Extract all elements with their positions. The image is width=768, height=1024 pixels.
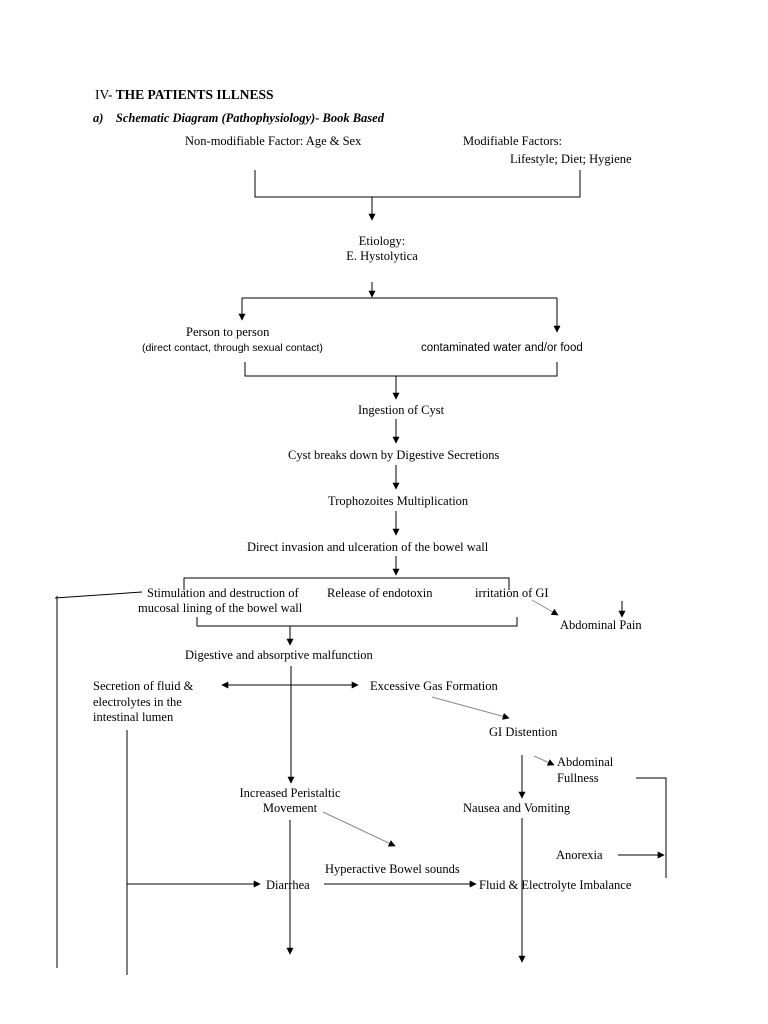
section-title: THE PATIENTS ILLNESS (115, 87, 274, 102)
node-anorexia: Anorexia (556, 848, 603, 862)
node-gi-distention: GI Distention (489, 725, 558, 739)
node-contaminated: contaminated water and/or food (421, 342, 583, 354)
node-cyst-breaks: Cyst breaks down by Digestive Secretions (288, 448, 500, 462)
node-nausea: Nausea and Vomiting (463, 801, 571, 815)
node-irritation: irritation of GI (475, 586, 549, 600)
node-hyperactive: Hyperactive Bowel sounds (325, 862, 460, 876)
node-person-detail: (direct contact, through sexual contact) (142, 342, 323, 354)
effects-top-bar (183, 577, 510, 590)
node-peristaltic-line1: Increased Peristaltic (239, 786, 341, 800)
node-endotoxin: Release of endotoxin (327, 586, 433, 600)
node-malfunction: Digestive and absorptive malfunction (185, 648, 373, 662)
node-trophozoites: Trophozoites Multiplication (328, 494, 469, 508)
node-modifiable-title: Modifiable Factors: (463, 134, 562, 148)
fullness-bracket (636, 777, 667, 878)
arrow-to-fullness (533, 755, 555, 766)
node-peristaltic-line2: Movement (262, 801, 318, 815)
node-abdominal-fullness-line1: Abdominal (557, 755, 614, 769)
merge-bracket (244, 362, 558, 377)
arrow-gas-to-distention (431, 696, 510, 720)
subsection-title: Schematic Diagram (Pathophysiology)- Boo… (115, 111, 384, 125)
node-secretion-line3: intestinal lumen (93, 710, 174, 724)
section-roman: IV- (95, 87, 113, 102)
node-secretion-line1: Secretion of fluid & (93, 679, 194, 693)
node-abdominal-pain: Abdominal Pain (560, 618, 642, 632)
node-abdominal-fullness-line2: Fullness (557, 771, 599, 785)
node-stimulation-line2: mucosal lining of the bowel wall (138, 601, 303, 615)
node-etiology-label: Etiology: (358, 234, 406, 248)
node-imbalance: Fluid & Electrolyte Imbalance (479, 878, 632, 892)
factors-bracket (254, 170, 581, 198)
subsection-heading: a) Schematic Diagram (Pathophysiology)- … (93, 111, 384, 126)
arrow-peristaltic-to-hyperactive (322, 811, 396, 847)
node-diarrhea: Diarrhea (266, 878, 310, 892)
left-border-top (54, 591, 143, 599)
effects-bottom-bracket (196, 617, 518, 627)
section-heading: IV- THE PATIENTS ILLNESS (95, 87, 273, 103)
subsection-prefix: a) (93, 111, 104, 125)
node-ingestion: Ingestion of Cyst (358, 403, 445, 417)
node-modifiable-items: Lifestyle; Diet; Hygiene (510, 152, 632, 166)
node-gas: Excessive Gas Formation (370, 679, 498, 693)
arrow-irritation-to-pain (531, 599, 559, 616)
node-non-modifiable: Non-modifiable Factor: Age & Sex (185, 134, 362, 148)
node-person-to-person: Person to person (186, 325, 270, 339)
node-stimulation-line1: Stimulation and destruction of (147, 586, 299, 600)
node-secretion-line2: electrolytes in the (93, 695, 182, 709)
node-etiology-value: E. Hystolytica (346, 249, 418, 263)
node-invasion: Direct invasion and ulceration of the bo… (247, 540, 489, 554)
